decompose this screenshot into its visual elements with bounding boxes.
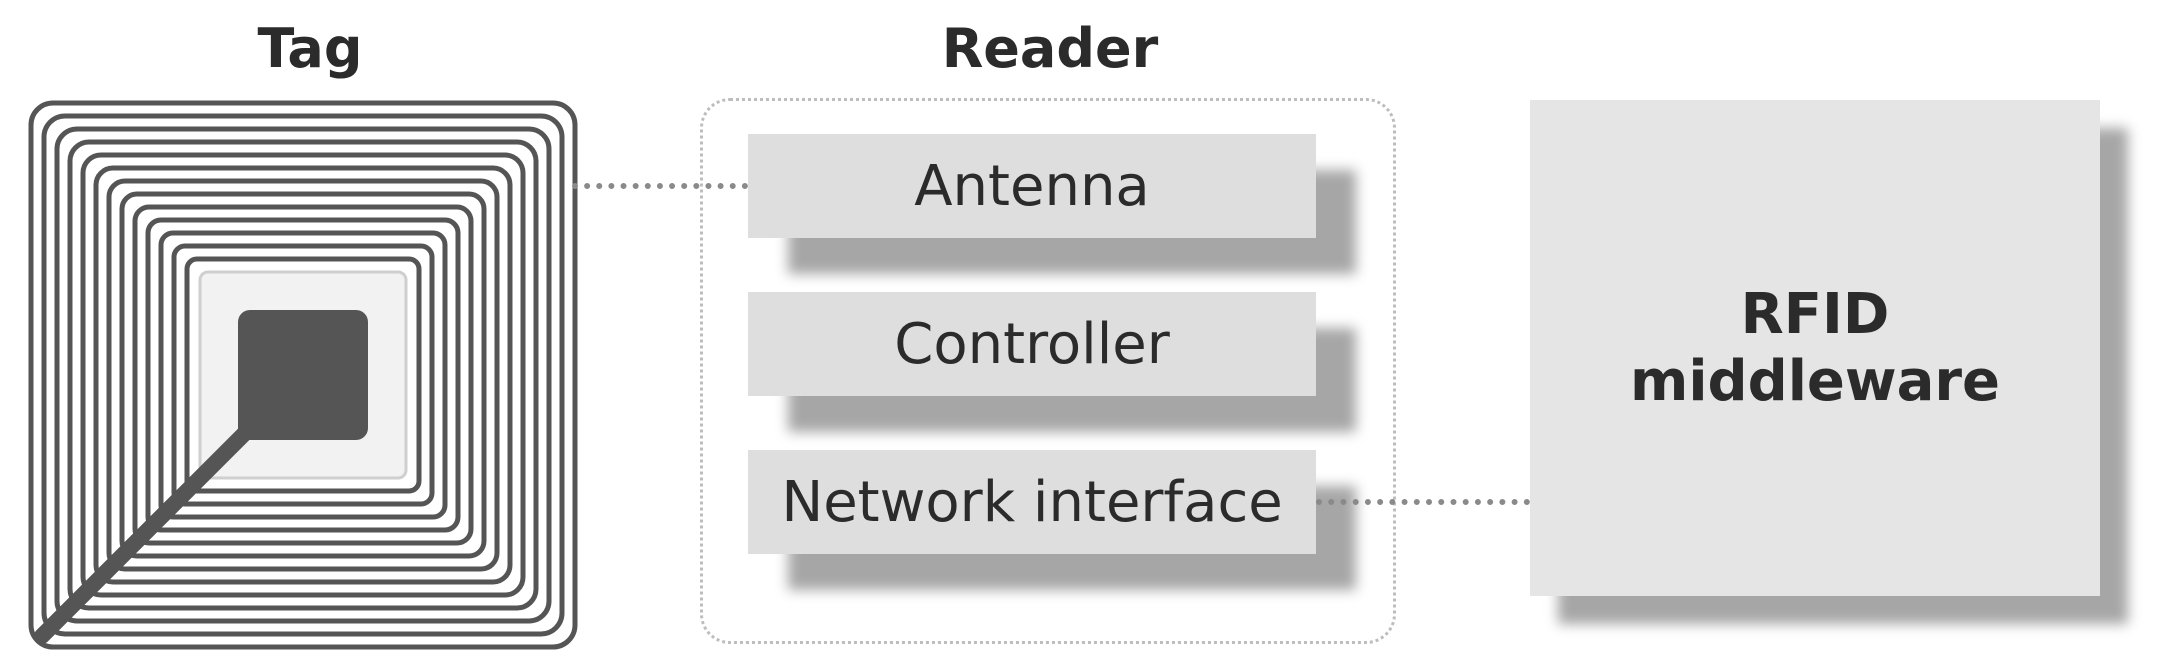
coil-ring [171, 243, 435, 507]
tag-antenna-connector [572, 183, 748, 189]
coil-ring [119, 191, 487, 559]
reader-frame [700, 98, 1396, 644]
controller-module: Controller [748, 292, 1316, 396]
coil-ring [158, 230, 448, 520]
tag-title: Tag [257, 17, 363, 80]
coil-ring [106, 178, 500, 572]
middleware-line-2: middleware [1629, 349, 2000, 414]
rfid-middleware-box: RFID middleware [1530, 100, 2100, 596]
coil-ring [67, 139, 539, 611]
antenna-module: Antenna [748, 134, 1316, 238]
coil-ring [132, 204, 474, 546]
coil-ring [41, 113, 565, 637]
network-middleware-connector [1316, 499, 1530, 505]
coil-ring [93, 165, 513, 585]
antenna-label: Antenna [914, 153, 1150, 219]
coil-ring [184, 256, 422, 494]
chip-icon [238, 310, 368, 440]
reader-title: Reader [941, 17, 1159, 80]
middleware-line-1: RFID [1740, 281, 1890, 347]
network-interface-label: Network interface [781, 469, 1283, 535]
controller-label: Controller [894, 311, 1170, 377]
coil-ring [28, 100, 578, 650]
coil-ring [80, 152, 526, 598]
tag-coil-graphic [28, 100, 578, 650]
coil-ring [54, 126, 552, 624]
network-interface-module: Network interface [748, 450, 1316, 554]
coil-lead-line [34, 417, 261, 644]
coil-ring [145, 217, 461, 533]
